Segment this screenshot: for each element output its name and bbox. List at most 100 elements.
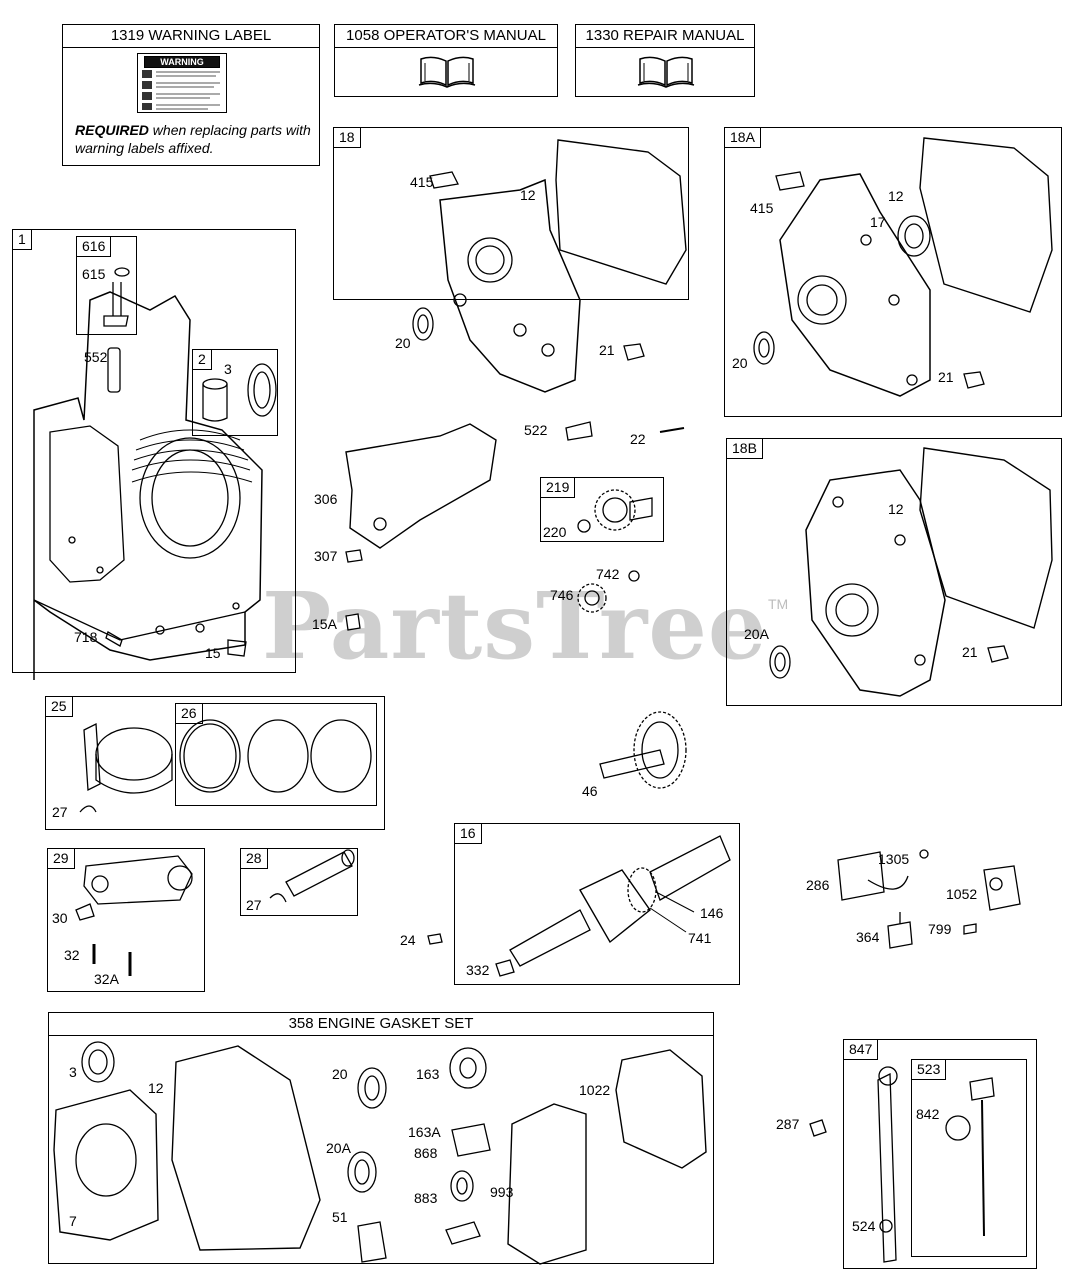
part-label[interactable]: 332 (466, 962, 490, 978)
pin-part (105, 631, 123, 647)
part-label[interactable]: 20 (332, 1066, 348, 1082)
part-label[interactable]: 32 (64, 947, 80, 963)
gasket-part (449, 1047, 487, 1089)
part-label[interactable]: 20A (326, 1140, 351, 1156)
seal-part (450, 1170, 474, 1202)
part-label[interactable]: 20A (744, 626, 769, 642)
part-label[interactable]: 22 (630, 431, 646, 447)
group-tag: 26 (175, 703, 203, 724)
part-label[interactable]: 883 (414, 1190, 438, 1206)
gasket-part (357, 1221, 387, 1263)
group-box-18[interactable]: 18 (333, 127, 689, 300)
part-label[interactable]: 27 (52, 804, 68, 820)
part-label[interactable]: 51 (332, 1209, 348, 1225)
part-label[interactable]: 615 (82, 266, 106, 282)
plug-part (345, 613, 361, 631)
warning-sticker-image: WARNING (137, 53, 227, 113)
part-label[interactable]: 3 (224, 361, 232, 377)
repair-manual-box[interactable]: 1330 REPAIR MANUAL (575, 24, 755, 97)
part-label[interactable]: 1305 (878, 851, 910, 867)
part-label[interactable]: 32A (94, 971, 119, 987)
warning-note-text: when replacing parts with warning labels… (75, 122, 311, 156)
part-label[interactable]: 415 (410, 174, 434, 190)
part-label[interactable]: 993 (490, 1184, 514, 1200)
part-label[interactable]: 307 (314, 548, 338, 564)
connecting-rod-part (75, 855, 193, 921)
group-box-616[interactable]: 616 (76, 236, 137, 335)
leader-line (655, 891, 695, 913)
group-box-16[interactable]: 16 (454, 823, 740, 985)
part-label[interactable]: 522 (524, 422, 548, 438)
part-label[interactable]: 3 (69, 1064, 77, 1080)
part-label[interactable]: 20 (395, 335, 411, 351)
gasket-part (451, 1123, 491, 1157)
part-label[interactable]: 742 (596, 566, 620, 582)
part-label[interactable]: 21 (599, 342, 615, 358)
part-label[interactable]: 799 (928, 921, 952, 937)
plug-part (623, 343, 645, 361)
part-label[interactable]: 746 (550, 587, 574, 603)
gear-part (594, 489, 653, 531)
part-label[interactable]: 30 (52, 910, 68, 926)
group-box-18b[interactable]: 18B (726, 438, 1062, 706)
part-label[interactable]: 741 (688, 930, 712, 946)
part-label[interactable]: 12 (520, 187, 536, 203)
key-part (565, 421, 593, 441)
warning-note: REQUIRED when replacing parts with warni… (75, 121, 315, 157)
group-box-2[interactable]: 2 (192, 349, 278, 436)
part-label[interactable]: 12 (148, 1080, 164, 1096)
part-label[interactable]: 46 (582, 783, 598, 799)
part-label[interactable]: 524 (852, 1218, 876, 1234)
part-label[interactable]: 20 (732, 355, 748, 371)
part-label[interactable]: 7 (69, 1213, 77, 1229)
piston-rings-part (179, 719, 372, 793)
part-label[interactable]: 24 (400, 932, 416, 948)
group-box-26[interactable]: 26 (175, 703, 377, 806)
part-label[interactable]: 552 (84, 349, 108, 365)
part-label[interactable]: 146 (700, 905, 724, 921)
part-label[interactable]: 27 (246, 897, 262, 913)
part-label[interactable]: 15A (312, 616, 337, 632)
gasket-part (919, 137, 1053, 313)
group-tag: 2 (192, 349, 212, 370)
warning-sticker-heading: WARNING (144, 56, 220, 68)
part-label[interactable]: 163 (416, 1066, 440, 1082)
plug-part (227, 639, 247, 657)
seal-part (753, 331, 775, 365)
group-box-1[interactable]: 1 (12, 229, 296, 673)
group-box-25[interactable]: 25 (45, 696, 385, 830)
part-label[interactable]: 364 (856, 929, 880, 945)
operators-manual-box[interactable]: 1058 OPERATOR'S MANUAL (334, 24, 558, 97)
valve-guide-part (107, 347, 121, 393)
part-label[interactable]: 1052 (946, 886, 978, 902)
seal-part (81, 1041, 115, 1083)
group-box-28[interactable]: 28 (240, 848, 358, 916)
engine-gasket-set-box[interactable]: 358 ENGINE GASKET SET (48, 1012, 714, 1264)
part-label[interactable]: 868 (414, 1145, 438, 1161)
part-label[interactable]: 286 (806, 877, 830, 893)
part-label[interactable]: 15 (205, 645, 221, 661)
part-label[interactable]: 718 (74, 629, 98, 645)
part-label[interactable]: 163A (408, 1124, 441, 1140)
group-box-523[interactable]: 523 (911, 1059, 1027, 1257)
part-label[interactable]: 842 (916, 1106, 940, 1122)
solenoid-part (983, 865, 1021, 911)
part-label[interactable]: 1022 (579, 1082, 611, 1098)
part-label[interactable]: 415 (750, 200, 774, 216)
part-label[interactable]: 21 (938, 369, 954, 385)
group-box-29[interactable]: 29 (47, 848, 205, 992)
crankcase-cover-part (805, 469, 946, 697)
warning-label-box[interactable]: 1319 WARNING LABEL WARNING REQUIRED when… (62, 24, 320, 166)
part-label[interactable]: 12 (888, 501, 904, 517)
group-tag: 523 (911, 1059, 947, 1080)
part-label[interactable]: 12 (888, 188, 904, 204)
group-box-18a[interactable]: 18A (724, 127, 1062, 417)
group-box-847[interactable]: 847 (843, 1039, 1037, 1269)
part-label[interactable]: 220 (543, 524, 567, 540)
part-label[interactable]: 17 (870, 214, 886, 230)
shroud-hole (373, 517, 387, 531)
part-label[interactable]: 21 (962, 644, 978, 660)
part-label[interactable]: 306 (314, 491, 338, 507)
group-box-219[interactable]: 219 (540, 477, 664, 542)
part-label[interactable]: 287 (776, 1116, 800, 1132)
